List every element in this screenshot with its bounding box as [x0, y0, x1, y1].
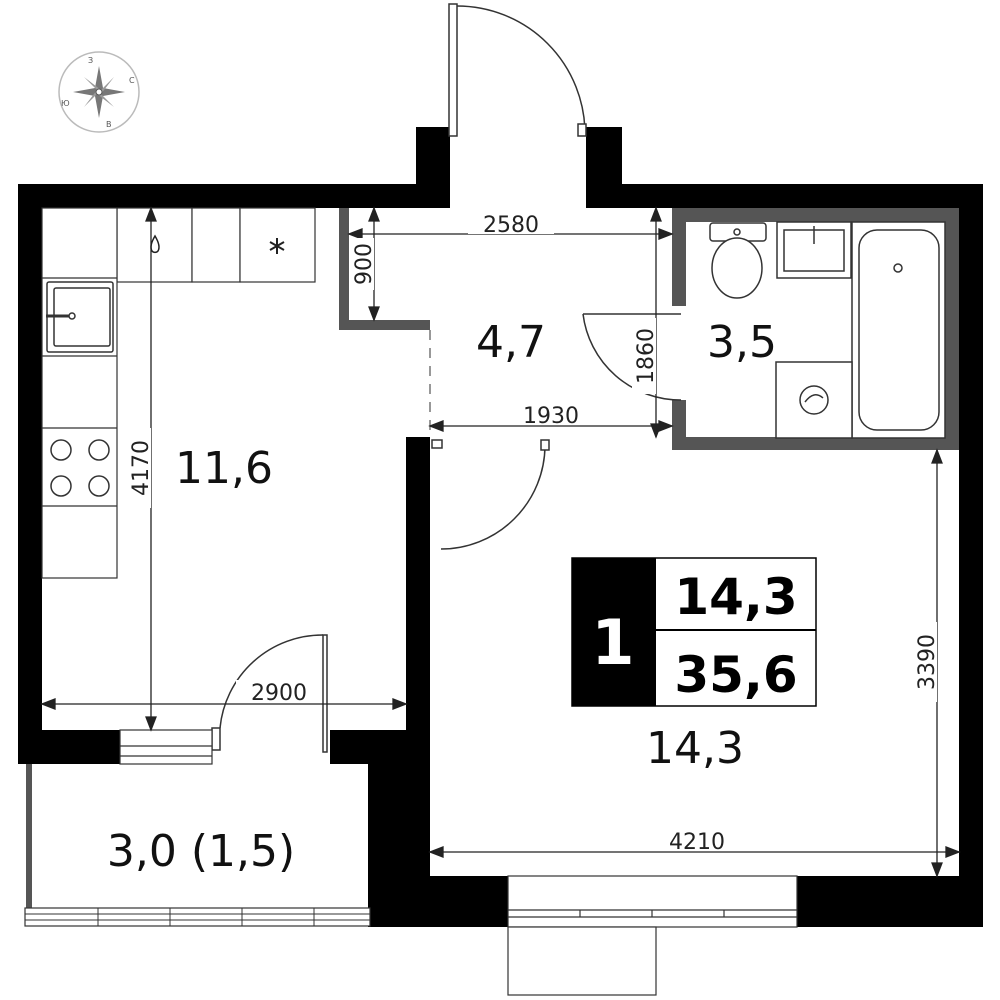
badge-rooms-count: 1 — [591, 606, 634, 679]
dim-bath-door-span: 1860 — [634, 328, 659, 384]
living-room-door — [431, 439, 550, 550]
dim-living-depth: 3390 — [915, 634, 940, 690]
bathroom-area-label: 3,5 — [707, 317, 777, 368]
cooktop-icon — [50, 439, 110, 497]
living-area-label: 14,3 — [646, 723, 744, 774]
bathroom-walls — [339, 208, 959, 450]
balcony — [24, 764, 371, 927]
dim-hall-depth: 900 — [352, 243, 377, 285]
badge-total-area: 35,6 — [674, 646, 797, 704]
dim-corridor-width: 1930 — [523, 404, 579, 429]
compass-ring — [58, 51, 140, 133]
dimension-lines — [40, 206, 961, 878]
living-window — [507, 875, 798, 996]
compass-north-label: З — [88, 56, 93, 65]
kitchen-window — [119, 729, 213, 765]
compass-south-label: В — [106, 120, 112, 129]
kitchen-cabinets — [41, 207, 316, 579]
apartment-badge: 1 14,3 35,6 — [571, 557, 817, 707]
badge-living-area: 14,3 — [674, 568, 797, 626]
exterior-walls — [18, 127, 983, 927]
kitchen-area-label: 11,6 — [175, 443, 273, 494]
dim-living-width: 4210 — [669, 830, 725, 855]
compass: З С В Ю — [58, 51, 140, 133]
dim-hall-width: 2580 — [483, 213, 539, 238]
kitchen-sink-icon — [46, 281, 114, 353]
entrance-door — [448, 3, 587, 137]
dim-kitchen-width: 2900 — [251, 681, 307, 706]
compass-east-label: С — [129, 76, 135, 85]
hall-area-label: 4,7 — [476, 317, 546, 368]
bathroom-door — [582, 313, 682, 401]
dim-kitchen-depth: 4170 — [129, 440, 154, 496]
kitchen-balcony-door — [211, 634, 328, 753]
toilet-icon — [709, 222, 767, 299]
compass-west-label: Ю — [61, 99, 70, 108]
bathroom-sink-icon — [776, 221, 852, 279]
washing-machine-icon — [775, 361, 853, 439]
dimension-labels: 2580 900 1860 1930 4170 2900 3390 4210 — [128, 212, 940, 855]
bathtub-icon — [851, 221, 946, 439]
snowflake-icon — [269, 238, 285, 254]
balcony-area-label: 3,0 (1,5) — [107, 826, 295, 877]
